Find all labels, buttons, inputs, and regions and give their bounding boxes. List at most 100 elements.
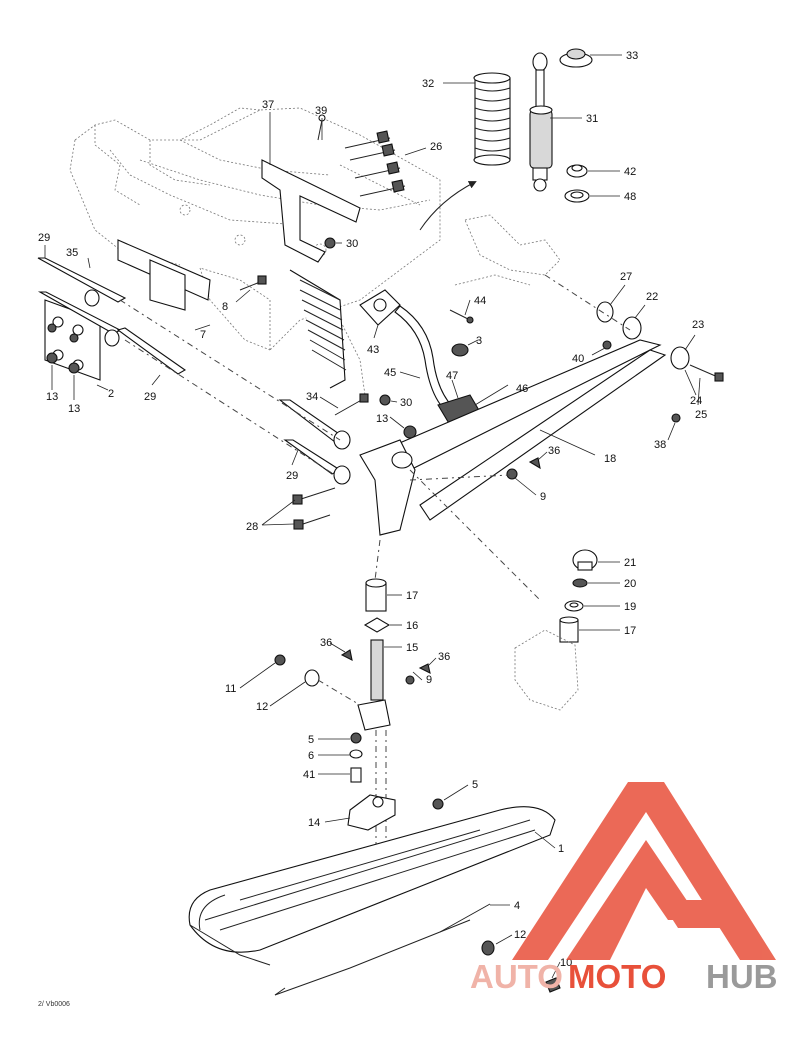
callout-2: 2 <box>108 388 114 400</box>
callout-22: 22 <box>646 291 658 303</box>
washer-6 <box>349 749 363 759</box>
callout-38: 38 <box>654 439 666 451</box>
nut-5-ski <box>432 798 444 810</box>
callout-5b: 5 <box>472 779 478 791</box>
callout-8: 8 <box>222 301 228 313</box>
callout-27: 27 <box>620 271 632 283</box>
callout-16: 16 <box>406 620 418 632</box>
watermark-text: AUTO MOTO HUB <box>470 958 778 995</box>
callout-15: 15 <box>406 642 418 654</box>
callout-9: 9 <box>540 491 546 503</box>
callout-30: 30 <box>346 238 358 250</box>
runner-4 <box>274 903 491 996</box>
watermark-hub: HUB <box>706 958 778 995</box>
bolts-26 <box>344 130 406 197</box>
callout-3: 3 <box>476 335 482 347</box>
callout-20: 20 <box>624 578 636 590</box>
callout-29: 29 <box>38 232 50 244</box>
callout-34: 34 <box>306 391 318 403</box>
callout-24: 24 <box>690 395 702 407</box>
callout-29c: 29 <box>286 470 298 482</box>
nut-11 <box>274 654 286 666</box>
callout-29b: 29 <box>144 391 156 403</box>
nut-5 <box>350 732 362 744</box>
bracket-35 <box>117 239 211 311</box>
cap-3 <box>451 343 469 357</box>
callout-36: 36 <box>548 445 560 457</box>
callout-30b: 30 <box>400 397 412 409</box>
callout-12b: 12 <box>514 929 526 941</box>
knuckle-detail <box>514 629 579 711</box>
drawing-reference: 2/ Vb0006 <box>38 1001 70 1008</box>
callout-46: 46 <box>516 383 528 395</box>
ski-bracket-14 <box>347 794 396 831</box>
callout-labels: 33 32 31 42 48 37 39 26 30 29 35 8 7 2 1… <box>38 50 707 969</box>
nut-9 <box>506 468 518 480</box>
callout-13b: 13 <box>68 403 80 415</box>
callout-13c: 13 <box>376 413 388 425</box>
watermark-moto: MOTO <box>568 958 666 995</box>
bolt-44 <box>449 309 474 324</box>
cap-21 <box>572 549 598 571</box>
callout-37: 37 <box>262 99 274 111</box>
bushing-22 <box>622 316 642 340</box>
spacer-41 <box>350 767 362 783</box>
sway-bar-45 <box>394 305 453 411</box>
callout-17b: 17 <box>624 625 636 637</box>
callout-11: 11 <box>225 683 236 695</box>
washer-20 <box>572 578 588 588</box>
callout-36c: 36 <box>438 651 450 663</box>
gasket-16 <box>363 617 391 633</box>
bolt-8 <box>239 275 267 291</box>
housing-43 <box>359 289 401 326</box>
clip-36-left <box>340 649 353 661</box>
bolt-39 <box>317 114 326 141</box>
shock-cup-33 <box>559 48 593 68</box>
callout-31: 31 <box>586 113 598 125</box>
callout-41: 41 <box>303 769 315 781</box>
clip-36-right <box>418 663 431 675</box>
bolts-28 <box>292 487 336 530</box>
front-shock <box>289 269 347 389</box>
bushing-17-right <box>559 616 579 643</box>
nut-30-top <box>324 237 336 249</box>
callout-1: 1 <box>558 843 564 855</box>
watermark-logo <box>512 782 776 960</box>
washer-48 <box>564 189 590 203</box>
callout-45: 45 <box>384 367 396 379</box>
washer-27 <box>596 301 614 323</box>
nut-40 <box>602 340 612 350</box>
watermark-auto: AUTO <box>470 958 563 995</box>
callout-7: 7 <box>200 329 206 341</box>
rods-29 <box>37 257 351 485</box>
callout-35: 35 <box>66 247 78 259</box>
callout-40: 40 <box>572 353 584 365</box>
nut-30-lower <box>379 394 391 406</box>
callout-19: 19 <box>624 601 636 613</box>
bushing-17 <box>365 578 387 612</box>
bushing-12 <box>304 669 320 687</box>
washer-42 <box>566 164 588 178</box>
leader-lines <box>44 54 701 979</box>
a-arm-18 <box>394 339 667 521</box>
callout-14: 14 <box>308 817 320 829</box>
callout-12: 12 <box>256 701 268 713</box>
bracket-37 <box>261 159 361 263</box>
rear-spring-coil <box>473 72 511 166</box>
bushing-23 <box>670 346 690 370</box>
callout-33: 33 <box>626 50 638 62</box>
nut-38 <box>671 413 681 423</box>
callout-36b: 36 <box>320 637 332 649</box>
spindle-15 <box>357 639 391 731</box>
spindle-knuckle <box>359 439 416 536</box>
callout-32: 32 <box>422 78 434 90</box>
upper-right-bracket <box>454 214 561 286</box>
callout-44: 44 <box>474 295 486 307</box>
callout-17: 17 <box>406 590 418 602</box>
callout-5: 5 <box>308 734 314 746</box>
callout-23: 23 <box>692 319 704 331</box>
callout-47: 47 <box>446 370 458 382</box>
bolt-25 <box>689 364 724 382</box>
nut-12-ski <box>481 940 495 956</box>
